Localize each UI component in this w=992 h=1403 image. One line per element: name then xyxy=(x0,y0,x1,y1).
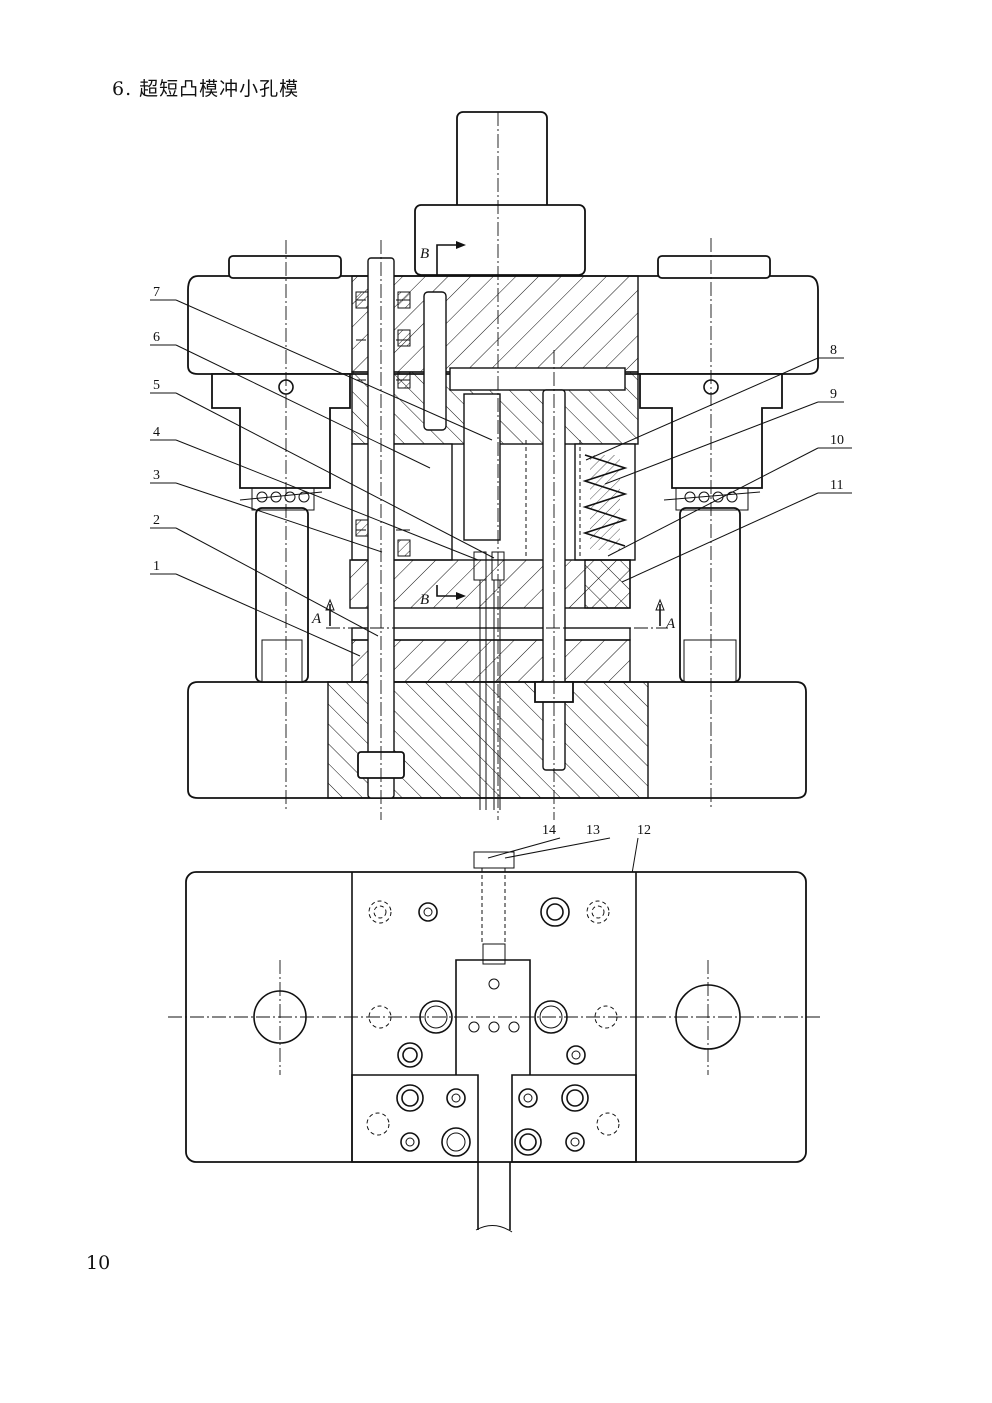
guide-spring-right xyxy=(663,487,761,511)
plan-view xyxy=(168,851,822,1233)
punch-core xyxy=(463,393,501,541)
part-label-1: 1 xyxy=(153,559,160,574)
page-number: 10 xyxy=(86,1252,111,1274)
part-label-13: 13 xyxy=(586,823,600,838)
section-letter-b-top: B xyxy=(420,246,429,262)
part-label-9: 9 xyxy=(830,387,837,402)
section-cut-b xyxy=(436,241,466,600)
section-cut-a xyxy=(325,598,668,629)
upper-plate-section xyxy=(351,275,639,373)
part-label-14: 14 xyxy=(542,823,556,838)
guide-post-hole-right xyxy=(675,984,741,1050)
part-leaders xyxy=(150,299,852,1089)
part-label-3: 3 xyxy=(153,468,160,483)
section-letter-a-left: A xyxy=(311,611,322,627)
stripper-plate-right xyxy=(584,559,631,609)
part-label-4: 4 xyxy=(153,425,160,440)
stock-stop xyxy=(473,851,515,869)
shank-flange xyxy=(414,204,586,276)
die-block xyxy=(351,639,631,683)
part-label-2: 2 xyxy=(153,513,160,528)
page-heading: 6. 超短凸模冲小孔模 xyxy=(112,78,300,100)
section-letter-a-right: A xyxy=(665,616,676,632)
guide-bushing-cap-left xyxy=(228,255,342,279)
part-label-5: 5 xyxy=(153,378,160,393)
locating-plate-left xyxy=(351,1074,479,1163)
backing-plate xyxy=(449,367,626,391)
guide-post-hole-left xyxy=(253,990,307,1044)
guide-post-left xyxy=(255,507,309,683)
guide-bushing-cap-right xyxy=(657,255,771,279)
guide-bushing-left xyxy=(211,373,351,489)
coil-spring xyxy=(582,454,628,550)
part-label-7: 7 xyxy=(153,285,160,300)
section-view: B B A A xyxy=(187,111,819,820)
guide-post-right xyxy=(679,507,741,683)
dowel-pin xyxy=(423,291,447,431)
locating-plate-right xyxy=(511,1074,637,1163)
feed-channel xyxy=(455,959,531,1075)
part-label-11: 11 xyxy=(830,478,843,493)
part-number-labels: 7 6 5 4 3 2 1 8 9 10 11 12 13 14 xyxy=(153,285,844,838)
guide-spring-left xyxy=(239,487,323,511)
shank xyxy=(456,111,548,213)
plan-holes xyxy=(366,897,620,1157)
section-letter-b-bottom: B xyxy=(420,592,429,608)
part-label-12: 12 xyxy=(637,823,651,838)
part-label-8: 8 xyxy=(830,343,837,358)
part-label-10: 10 xyxy=(830,433,844,448)
part-label-6: 6 xyxy=(153,330,160,345)
